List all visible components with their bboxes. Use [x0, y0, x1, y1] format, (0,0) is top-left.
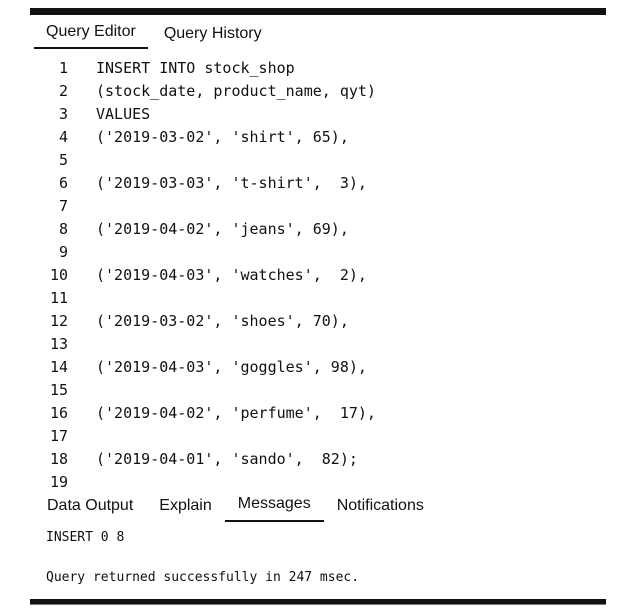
code-line: 15	[30, 378, 606, 401]
line-number: 12	[49, 311, 68, 330]
code-line: 1 INSERT INTO stock_shop	[30, 56, 606, 79]
line-number: 8	[58, 219, 68, 238]
code-line: 9	[30, 240, 606, 263]
code-text: ('2019-03-02', 'shoes', 70),	[96, 311, 349, 330]
code-text: ('2019-04-03', 'watches', 2),	[96, 265, 367, 284]
tab-notifications[interactable]: Notifications	[336, 497, 424, 514]
top-border	[30, 8, 606, 15]
code-line: 6 ('2019-03-03', 't-shirt', 3),	[30, 171, 606, 194]
results-tabs: Data Output Explain Messages Notificatio…	[34, 490, 437, 522]
code-text: ('2019-04-02', 'perfume', 17),	[96, 403, 376, 422]
code-line: 19	[30, 470, 606, 493]
tab-data-output[interactable]: Data Output	[47, 497, 134, 514]
line-number: 17	[49, 426, 68, 445]
code-line: 7	[30, 194, 606, 217]
code-text: ('2019-04-01', 'sando', 82);	[96, 449, 358, 468]
code-text: ('2019-04-03', 'goggles', 98),	[96, 357, 367, 376]
code-text: ('2019-04-02', 'jeans', 69),	[96, 219, 349, 238]
line-number: 7	[58, 196, 68, 215]
line-number: 15	[49, 380, 68, 399]
code-text: (stock_date, product_name, qyt)	[96, 81, 376, 100]
code-line: 16 ('2019-04-02', 'perfume', 17),	[30, 401, 606, 424]
code-line: 10 ('2019-04-03', 'watches', 2),	[30, 263, 606, 286]
code-text: VALUES	[96, 104, 151, 123]
message-result: INSERT 0 8	[46, 530, 125, 545]
line-number: 18	[49, 449, 68, 468]
line-number: 4	[58, 127, 68, 146]
code-line: 3 VALUES	[30, 102, 606, 125]
line-number: 11	[49, 288, 68, 307]
code-text: INSERT INTO stock_shop	[96, 58, 295, 77]
line-number: 3	[58, 104, 68, 123]
line-number: 1	[58, 58, 68, 77]
line-number: 16	[49, 403, 68, 422]
code-line: 5	[30, 148, 606, 171]
line-number: 13	[49, 334, 68, 353]
bottom-border	[30, 599, 606, 604]
line-number: 5	[58, 150, 68, 169]
sql-editor[interactable]: 1 INSERT INTO stock_shop 2 (stock_date, pr…	[30, 56, 606, 491]
line-number: 10	[49, 265, 68, 284]
code-line: 8 ('2019-04-02', 'jeans', 69),	[30, 217, 606, 240]
line-number: 2	[58, 81, 68, 100]
line-number: 19	[49, 472, 68, 491]
code-line: 4 ('2019-03-02', 'shirt', 65),	[30, 125, 606, 148]
code-text: ('2019-03-02', 'shirt', 65),	[96, 127, 349, 146]
line-number: 9	[58, 242, 68, 261]
code-line: 17	[30, 424, 606, 447]
code-line: 11	[30, 286, 606, 309]
line-number: 6	[58, 173, 68, 192]
code-line: 13	[30, 332, 606, 355]
code-line: 2 (stock_date, product_name, qyt)	[30, 79, 606, 102]
messages-panel: INSERT 0 8 Query returned successfully i…	[46, 528, 606, 588]
code-line: 14 ('2019-04-03', 'goggles', 98),	[30, 355, 606, 378]
bottom-border-shadow	[30, 604, 606, 605]
code-line: 18 ('2019-04-01', 'sando', 82);	[30, 447, 606, 470]
tab-query-editor[interactable]: Query Editor	[34, 23, 148, 49]
message-status: Query returned successfully in 247 msec.	[46, 570, 360, 585]
editor-tabs: Query Editor Query History	[34, 21, 274, 49]
line-number: 14	[49, 357, 68, 376]
tab-explain[interactable]: Explain	[159, 497, 212, 514]
code-line: 12 ('2019-03-02', 'shoes', 70),	[30, 309, 606, 332]
tab-query-history[interactable]: Query History	[163, 25, 262, 42]
code-text: ('2019-03-03', 't-shirt', 3),	[96, 173, 367, 192]
tab-messages[interactable]: Messages	[224, 495, 324, 522]
